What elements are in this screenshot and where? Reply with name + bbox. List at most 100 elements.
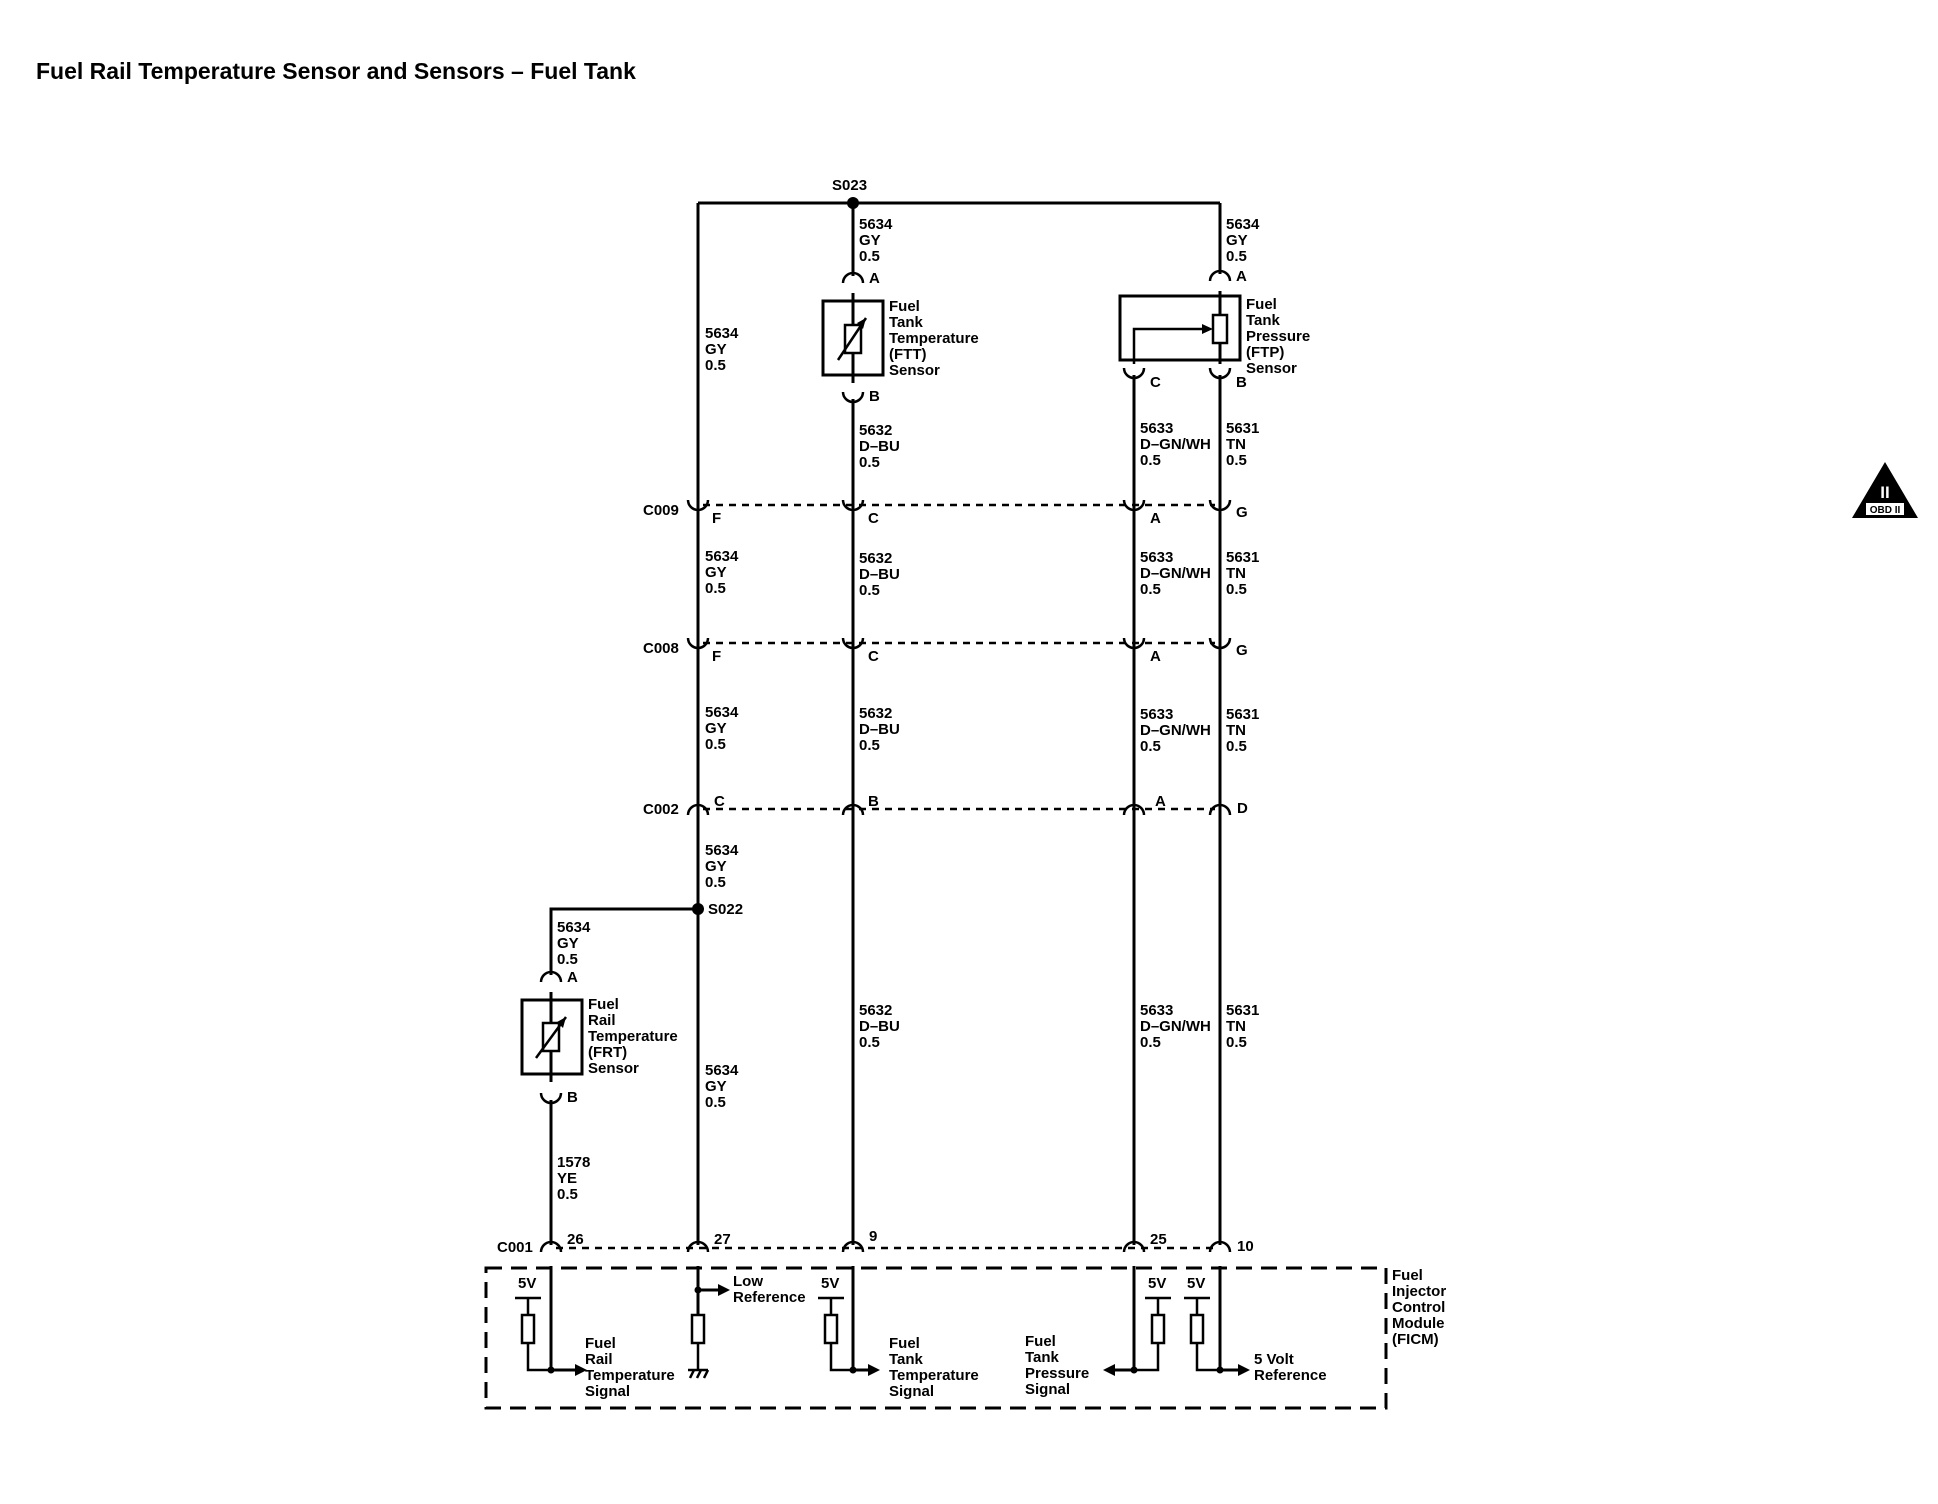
svg-text:0.5: 0.5 xyxy=(705,736,726,753)
svg-text:Temperature: Temperature xyxy=(889,1367,979,1384)
svg-text:Sensor: Sensor xyxy=(889,362,940,379)
frt-pin: B xyxy=(567,1089,578,1106)
svg-text:Tank: Tank xyxy=(889,314,924,331)
svg-text:D–BU: D–BU xyxy=(859,566,900,583)
svg-text:0.5: 0.5 xyxy=(859,1034,880,1051)
ftt-pin: A xyxy=(869,270,880,287)
svg-text:GY: GY xyxy=(705,720,727,737)
svg-text:5632: 5632 xyxy=(859,1002,892,1019)
obd-badge-symbol: II xyxy=(1880,483,1889,502)
ftt-pin: B xyxy=(869,388,880,405)
c001-pin: 26 xyxy=(567,1231,584,1248)
c008-pin: G xyxy=(1236,642,1248,659)
obd-ii-icon: II OBD II xyxy=(1852,462,1918,518)
svg-text:Tank: Tank xyxy=(1025,1349,1060,1366)
c009-pin: A xyxy=(1150,510,1161,527)
obd-badge-text: OBD II xyxy=(1870,505,1901,516)
voltage-5v-label: 5V xyxy=(1187,1275,1205,1292)
svg-text:5634: 5634 xyxy=(705,325,739,342)
svg-text:GY: GY xyxy=(557,935,579,952)
svg-text:TN: TN xyxy=(1226,1018,1246,1035)
svg-text:0.5: 0.5 xyxy=(1226,248,1247,265)
svg-text:0.5: 0.5 xyxy=(859,737,880,754)
svg-text:5632: 5632 xyxy=(859,705,892,722)
svg-text:0.5: 0.5 xyxy=(557,1186,578,1203)
svg-text:D–BU: D–BU xyxy=(859,438,900,455)
svg-text:Pressure: Pressure xyxy=(1246,328,1310,345)
svg-text:Signal: Signal xyxy=(889,1383,934,1400)
svg-text:5634: 5634 xyxy=(705,548,739,565)
c009-pin: F xyxy=(712,510,721,527)
svg-text:0.5: 0.5 xyxy=(1140,1034,1161,1051)
svg-text:D–BU: D–BU xyxy=(859,1018,900,1035)
svg-text:D–GN/WH: D–GN/WH xyxy=(1140,436,1211,453)
svg-text:Fuel: Fuel xyxy=(1392,1267,1423,1284)
svg-text:5633: 5633 xyxy=(1140,706,1173,723)
svg-text:Temperature: Temperature xyxy=(585,1367,675,1384)
frt-pin: A xyxy=(567,969,578,986)
svg-text:5631: 5631 xyxy=(1226,549,1259,566)
svg-text:(FICM): (FICM) xyxy=(1392,1331,1439,1348)
svg-text:5 Volt: 5 Volt xyxy=(1254,1351,1294,1368)
svg-text:5634: 5634 xyxy=(1226,216,1260,233)
page-title: Fuel Rail Temperature Sensor and Sensors… xyxy=(36,58,636,84)
signal-arrows xyxy=(575,1284,1250,1376)
ftt-sensor xyxy=(821,293,885,383)
svg-text:5634: 5634 xyxy=(859,216,893,233)
c002-pin: B xyxy=(868,793,879,810)
c008-pin: C xyxy=(868,648,879,665)
svg-text:0.5: 0.5 xyxy=(859,248,880,265)
c002-pin: A xyxy=(1155,793,1166,810)
svg-text:Module: Module xyxy=(1392,1315,1445,1332)
svg-text:Pressure: Pressure xyxy=(1025,1365,1089,1382)
svg-text:D–GN/WH: D–GN/WH xyxy=(1140,722,1211,739)
svg-text:GY: GY xyxy=(705,858,727,875)
svg-text:D–GN/WH: D–GN/WH xyxy=(1140,1018,1211,1035)
ftp-pin: B xyxy=(1236,374,1247,391)
svg-text:Fuel: Fuel xyxy=(1246,296,1277,313)
connector-c001-label: C001 xyxy=(497,1239,533,1256)
c008-pin: A xyxy=(1150,648,1161,665)
svg-text:5633: 5633 xyxy=(1140,1002,1173,1019)
ficm-module-box xyxy=(484,1266,1388,1410)
svg-text:Signal: Signal xyxy=(585,1383,630,1400)
svg-text:0.5: 0.5 xyxy=(705,357,726,374)
svg-text:5634: 5634 xyxy=(557,919,591,936)
svg-text:GY: GY xyxy=(705,341,727,358)
svg-text:Fuel: Fuel xyxy=(1025,1333,1056,1350)
voltage-5v-label: 5V xyxy=(821,1275,839,1292)
svg-text:TN: TN xyxy=(1226,722,1246,739)
junction-dots xyxy=(547,1286,1224,1374)
svg-text:5633: 5633 xyxy=(1140,549,1173,566)
svg-text:Reference: Reference xyxy=(1254,1367,1327,1384)
svg-text:Fuel: Fuel xyxy=(889,298,920,315)
svg-text:Sensor: Sensor xyxy=(588,1060,639,1077)
connector-c002-label: C002 xyxy=(643,801,679,818)
svg-text:GY: GY xyxy=(1226,232,1248,249)
svg-text:0.5: 0.5 xyxy=(1226,581,1247,598)
connector-dashes xyxy=(556,503,1215,1250)
c002-pin: D xyxy=(1237,800,1248,817)
svg-text:Reference: Reference xyxy=(733,1289,806,1306)
